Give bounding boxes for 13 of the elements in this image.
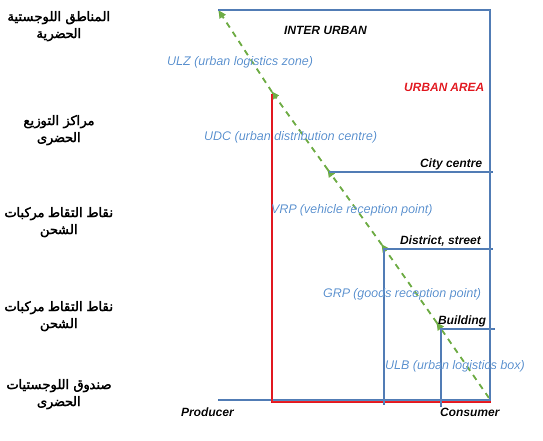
arabic-label: المناطق اللوجستية الحضرية <box>6 8 112 42</box>
region-label: INTER URBAN <box>284 23 367 37</box>
region-label: URBAN AREA <box>404 80 484 94</box>
axis-label: Consumer <box>440 405 500 419</box>
arabic-label: مراكز التوزيع الحضرى <box>22 112 96 146</box>
axis-label: Producer <box>181 405 234 419</box>
arabic-label: صندوق اللوجستيات الحضرى <box>6 376 112 410</box>
region-label: District, street <box>400 233 481 247</box>
region-label: City centre <box>420 156 482 170</box>
zone-label: UDC (urban distribution centre) <box>204 129 377 143</box>
arabic-label: نقاط التقاط مركبات الشحن <box>3 204 115 238</box>
arabic-label: نقاط التقاط مركبات الشحن <box>3 298 115 332</box>
region-label: Building <box>438 313 486 327</box>
